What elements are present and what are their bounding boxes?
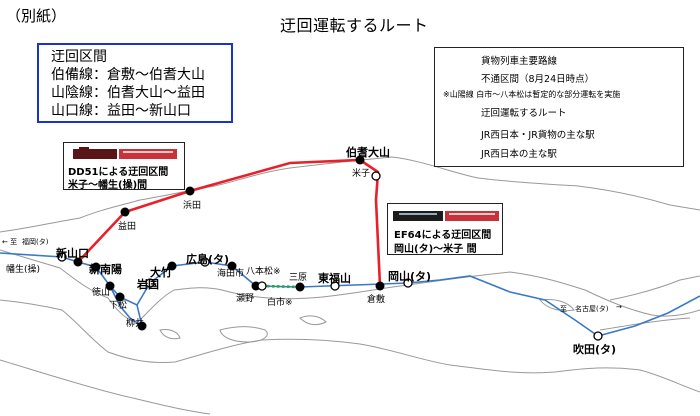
station-shinnanyo — [91, 262, 101, 272]
train-ef64-caption-1: EF64による迂回区間 — [394, 230, 492, 241]
station-yanai — [137, 321, 147, 331]
legend-open-station: JR西日本・JR貨物の主な駅 — [481, 130, 595, 141]
train-dd51-caption-1: DD51による迂回区間 — [68, 167, 169, 178]
label-hiroshima: 広島(タ) — [186, 253, 230, 266]
legend-filled-station: JR西日本の主な駅 — [481, 149, 557, 160]
station-masuda — [120, 207, 130, 217]
jrwest-freight-stations — [57, 171, 603, 341]
label-kurashiki: 倉敷 — [367, 295, 386, 305]
station-hiroshima — [200, 257, 210, 267]
train-ef64-caption-2: 岡山(タ)～米子 間 — [394, 244, 477, 255]
station-kaitaichi — [227, 261, 237, 271]
label-otake: 大竹 — [150, 266, 172, 279]
label-kaitaichi: 海田市 — [217, 269, 245, 279]
station-iwakuni — [145, 278, 155, 288]
label-to-east: 至 — [560, 305, 567, 313]
suspended-section — [261, 284, 301, 289]
label-yonago: 米子 — [352, 169, 371, 179]
label-hachihonmatsu: 八本松※ — [246, 267, 281, 277]
page-title: 迂回運転するルート — [280, 16, 429, 35]
route-line-yamaguchi: 山口線：益田～新山口 — [51, 103, 191, 119]
station-higashifukuyama — [330, 281, 340, 291]
route-line-hakubi: 伯備線：倉敷～伯耆大山 — [51, 67, 205, 83]
legend-detour: 迂回運転するルート — [481, 108, 567, 119]
train-box-dd51: DD51による迂回区間 米子～幡生(操)間 — [63, 142, 185, 191]
label-nagoya: 名古屋(タ) — [575, 305, 609, 313]
label-kudamatsu: 下松 — [109, 301, 128, 311]
station-otake — [167, 261, 177, 271]
label-yanai: 柳井 — [126, 319, 145, 329]
station-kudamatsu — [115, 292, 125, 302]
label-seno: 瀬野 — [236, 294, 255, 304]
label-okayama: 岡山(タ) — [388, 270, 432, 283]
label-fukuoka: 福岡(タ) — [22, 238, 49, 246]
legend-suspended: 不通区間（8月24日時点） — [481, 74, 595, 85]
station-hachihonmatsu — [257, 281, 267, 291]
jrwest-stations — [73, 155, 385, 331]
label-east-arrow: → — [616, 303, 622, 311]
station-hamada — [185, 186, 195, 196]
detour-route — [77, 158, 382, 287]
label-shiraichi: 白市※ — [267, 298, 293, 308]
label-higashifukuyama: 東福山 — [318, 272, 351, 285]
label-to-west: ← 至 — [2, 238, 18, 246]
page-tag: （別紙） — [6, 7, 67, 25]
station-mihara — [295, 282, 305, 292]
station-hatabu — [57, 252, 67, 262]
label-iwakuni: 岩国 — [137, 278, 159, 291]
legend-note: ※山陽線 白市～八本松は暫定的な部分運転を実施 — [443, 90, 621, 99]
station-hakiodaisen — [355, 155, 365, 165]
label-masuda: 益田 — [118, 222, 137, 232]
legend: 貨物列車主要路線 不通区間（8月24日時点） ※山陽線 白市～八本松は暫定的な部… — [434, 47, 684, 167]
label-hamada: 浜田 — [183, 201, 202, 211]
label-mihara: 三原 — [289, 273, 308, 283]
station-kurashiki — [375, 281, 385, 291]
station-yonago — [371, 171, 381, 181]
train-dd51-caption-2: 米子～幡生(操)間 — [68, 180, 148, 191]
label-tokuyama: 徳山 — [92, 288, 111, 298]
route-box: 迂回区間 伯備線：倉敷～伯耆大山 山陰線：伯耆大山～益田 山口線：益田～新山口 — [37, 43, 233, 123]
label-shinnanyo: 新南陽 — [89, 263, 122, 276]
train-ef64-icon — [393, 211, 499, 221]
station-okayama — [403, 278, 413, 288]
station-suita — [593, 331, 603, 341]
train-box-ef64: EF64による迂回区間 岡山(タ)～米子 間 — [387, 203, 503, 255]
station-shinyamaguchi — [73, 257, 83, 267]
label-hakiodaisen: 伯耆大山 — [346, 146, 390, 159]
station-tokuyama — [105, 281, 115, 291]
label-suita: 吹田(タ) — [573, 343, 617, 356]
legend-freight-line: 貨物列車主要路線 — [481, 56, 558, 67]
label-shinyamaguchi: 新山口 — [56, 247, 89, 260]
label-hatabu: 幡生(操) — [6, 265, 41, 275]
route-box-heading: 迂回区間 — [51, 49, 107, 65]
train-dd51-icon — [73, 147, 177, 159]
route-line-sanin: 山陰線：伯耆大山～益田 — [51, 85, 205, 101]
